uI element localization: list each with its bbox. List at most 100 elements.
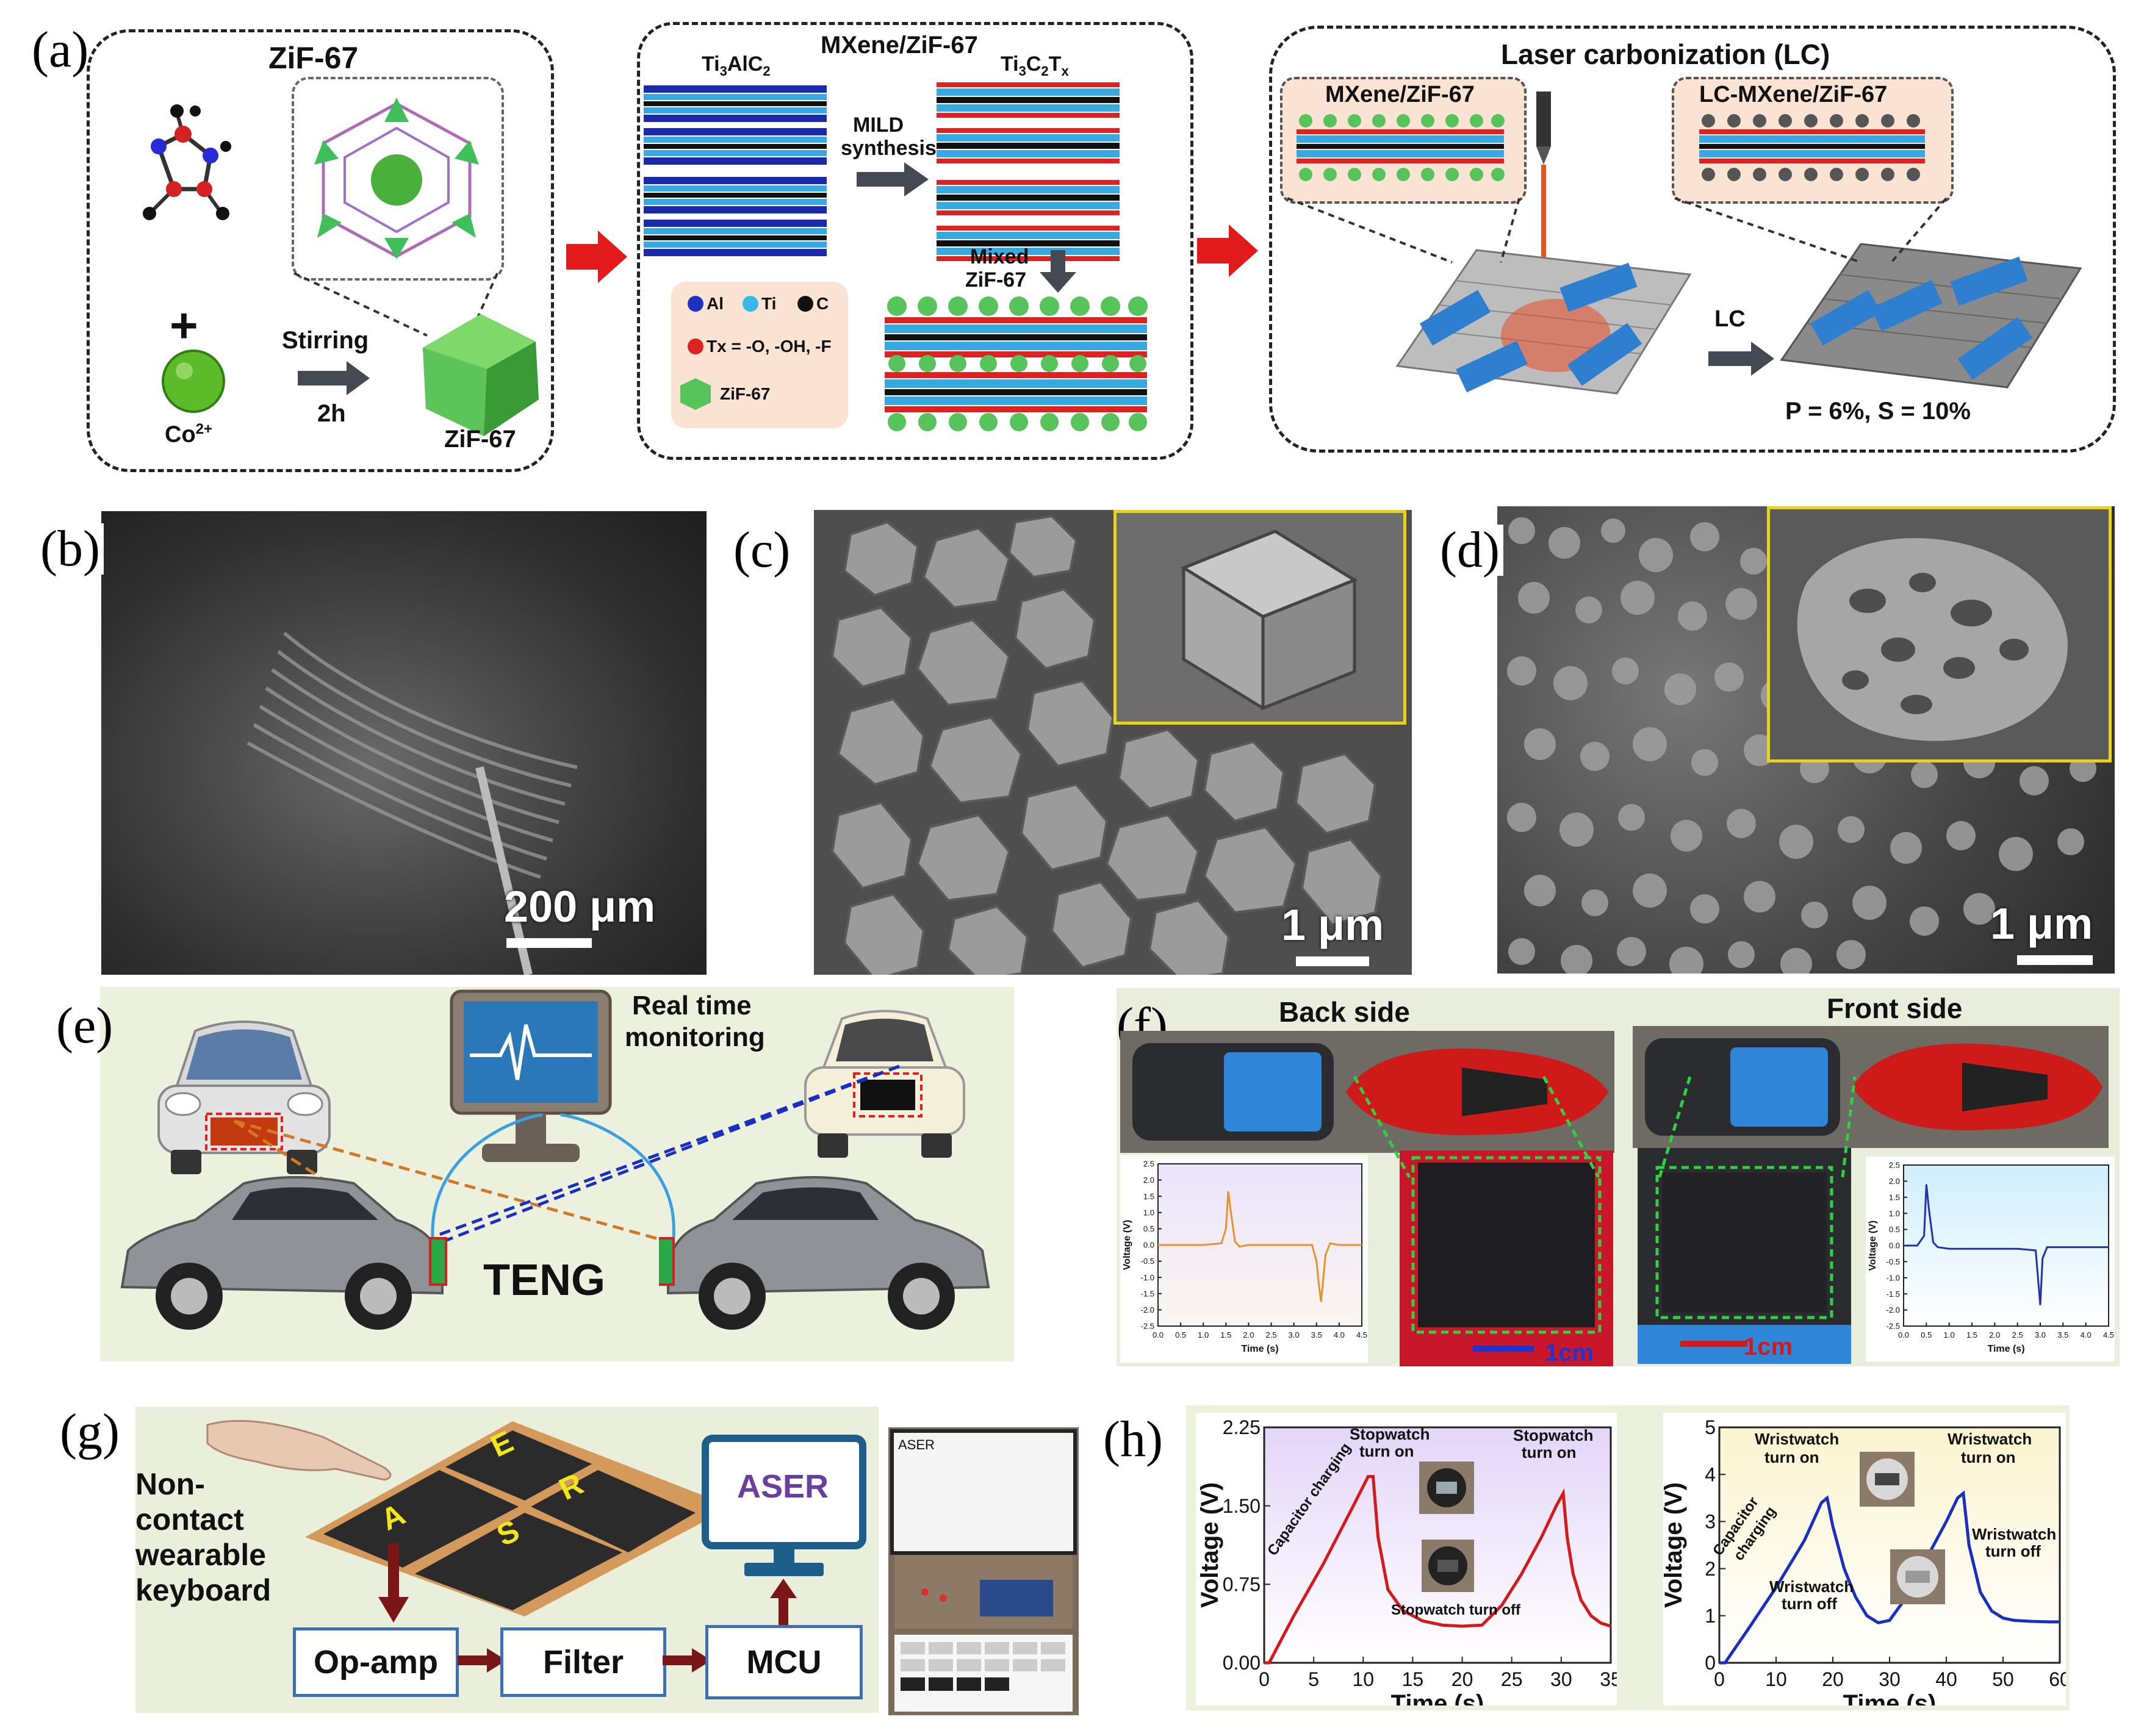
series-line (1904, 1184, 2109, 1305)
keyboard-caption-1: Non- (135, 1467, 205, 1501)
x-tick-label: 1.0 (1198, 1330, 1209, 1340)
car-right-side-icon (659, 1176, 990, 1330)
mxene-title: MXene/ZiF-67 (821, 32, 978, 59)
textile-back-photo (1400, 1150, 1613, 1366)
mixed-zif-label: ZiF-67 (965, 268, 1027, 292)
scale-text-b: 200 μm (504, 883, 656, 931)
y-axis-label: Voltage (V) (1122, 1220, 1132, 1270)
y-tick-label: 4 (1705, 1463, 1716, 1485)
x-tick-label: 3.5 (2057, 1330, 2068, 1340)
x-tick-label: 10 (1352, 1668, 1374, 1690)
y-tick-label: 1.5 (1889, 1193, 1900, 1202)
y-axis-label: Voltage (V) (1196, 1482, 1223, 1608)
y-tick-label: 0 (1705, 1652, 1716, 1674)
y-tick-label: 1.50 (1223, 1495, 1261, 1517)
h-right-annot-on1-b: turn on (1764, 1448, 1819, 1466)
y-axis-label: Voltage (V) (1868, 1221, 1878, 1271)
x-tick-label: 20 (1822, 1668, 1844, 1690)
mild-arrow-icon (857, 162, 929, 196)
x-tick-label: 0 (1714, 1668, 1725, 1690)
down-arrow-icon-g (378, 1543, 409, 1623)
laser-params: P = 6%, S = 10% (1785, 398, 1971, 425)
photo-g-screen-text: ASER (898, 1437, 935, 1452)
keyboard-caption-4: keyboard (135, 1573, 272, 1607)
x-axis-label: Time (s) (1987, 1344, 2024, 1354)
x-tick-label: 2.0 (1989, 1330, 2000, 1340)
mxene-box (637, 22, 1193, 460)
x-tick-label: 1.5 (1966, 1330, 1977, 1340)
mixed-zif-layers-icon (885, 296, 1148, 431)
y-tick-label: 2 (1705, 1558, 1716, 1580)
panel-label-b: (b) (37, 523, 104, 575)
x-tick-label: 4.5 (2103, 1330, 2114, 1340)
ti3c2tx-layers-icon (937, 82, 1120, 261)
zif-cage-icon (314, 98, 479, 259)
legend-tx: Tx = -O, -OH, -F (707, 337, 832, 356)
ti3alc2-layers-icon (644, 85, 827, 256)
hand-icon (206, 1419, 392, 1481)
real-time-label: Real time (632, 991, 752, 1020)
x-tick-label: 35 (1600, 1668, 1617, 1690)
sem-image-c (814, 510, 1412, 975)
x-tick-label: 10 (1765, 1668, 1787, 1690)
y-tick-label: 2.0 (1143, 1175, 1154, 1185)
car-left-side-icon (120, 1176, 447, 1330)
y-tick-label: 0.00 (1223, 1652, 1261, 1674)
x-tick-label: 1.5 (1220, 1330, 1231, 1340)
laser-title: Laser carbonization (LC) (1501, 38, 1830, 70)
zif-molecule-icon (143, 104, 231, 220)
y-tick-label: -0.5 (1887, 1257, 1900, 1266)
x-tick-label: 0.0 (1153, 1330, 1164, 1340)
x-tick-label: 1.0 (1944, 1330, 1955, 1340)
x-tick-label: 0 (1259, 1668, 1270, 1690)
f-green-dashed-leaders (1353, 1075, 1857, 1178)
x-tick-label: 15 (1402, 1668, 1424, 1690)
legend-zif: ZiF-67 (720, 384, 771, 403)
series-line (1264, 1475, 1611, 1665)
x-tick-label: 30 (1879, 1668, 1901, 1690)
y-tick-label: -2.0 (1887, 1305, 1900, 1315)
textile-substrate-right-icon (1780, 243, 2082, 389)
series-line (1158, 1191, 1362, 1302)
x-tick-label: 0.5 (1175, 1330, 1186, 1340)
back-side-label: Back side (1279, 996, 1410, 1028)
y-tick-label: 1.5 (1143, 1192, 1154, 1201)
x-tick-label: 50 (1992, 1668, 2014, 1690)
y-tick-label: -1.0 (1141, 1273, 1154, 1282)
toy-cars-front-photo (1633, 1026, 2109, 1148)
scale-bar-c (1296, 956, 1369, 966)
synthesis-label: synthesis (841, 137, 937, 160)
scale-text-f-right: 1cm (1744, 1333, 1793, 1360)
y-tick-label: -2.5 (1141, 1322, 1154, 1331)
legend-al: Al (707, 294, 724, 313)
x-tick-label: 2.0 (1243, 1330, 1254, 1340)
cobalt-ion-icon (162, 350, 225, 413)
panel-label-a: (a) (28, 24, 93, 76)
h-right-annot-on1-a: Wristwatch (1755, 1430, 1840, 1448)
connection-lines (233, 1064, 900, 1251)
sem-image-d (1497, 506, 2115, 974)
y-tick-label: -2.5 (1887, 1322, 1900, 1331)
scale-text-f-left: 1cm (1545, 1340, 1594, 1366)
ti3c2tx-label: Ti3C2Tx (1001, 52, 1069, 79)
keyboard-caption-3: wearable (135, 1538, 267, 1572)
h-left-annot-on2-a: Stopwatch (1513, 1426, 1594, 1444)
opamp-box: Op-amp (293, 1627, 459, 1697)
sem-c-inset-crystal (1180, 529, 1358, 711)
x-tick-label: 0.0 (1898, 1330, 1909, 1340)
panel-label-h: (h) (1103, 1411, 1163, 1468)
lc-arrow-label: LC (1714, 306, 1746, 332)
keyboard-pads-icon (305, 1421, 732, 1616)
x-tick-label: 0.5 (1921, 1330, 1932, 1340)
y-tick-label: 0.75 (1223, 1574, 1261, 1596)
h-right-annot-off1-a: Wristwatch (1769, 1577, 1854, 1596)
teng-label: TENG (483, 1256, 606, 1305)
wristwatch-photo-icon-2 (1890, 1549, 1945, 1604)
h-right-annot-off2-a: Wristwatch (1972, 1525, 2057, 1543)
panel-label-d: (d) (1436, 525, 1503, 576)
textile-substrate-left-icon (1395, 249, 1692, 395)
x-tick-label: 4.5 (1356, 1330, 1367, 1340)
filter-box: Filter (500, 1627, 666, 1697)
plot-frame (1263, 1426, 1612, 1664)
